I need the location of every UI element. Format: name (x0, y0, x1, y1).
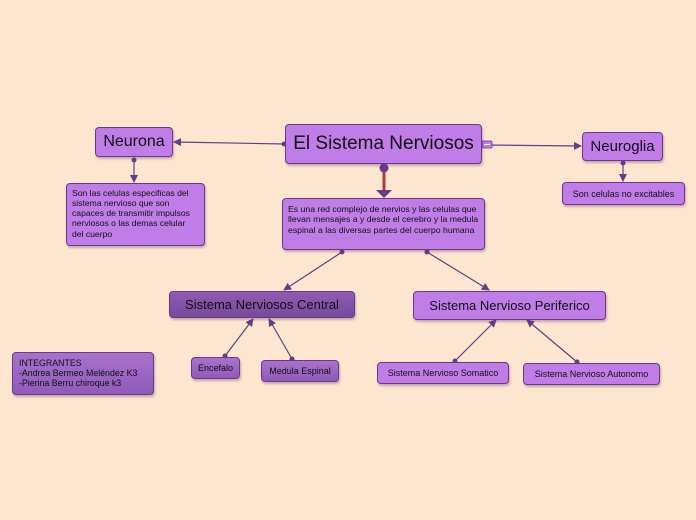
connector-encefalo-snc (224, 318, 254, 357)
node-sistema-central[interactable]: Sistema Nerviosos Central (169, 291, 355, 318)
node-integrantes[interactable]: INTEGRANTES -Andrea Bermeo Meléndez K3 -… (12, 352, 154, 395)
node-somatico[interactable]: Sistema Nervioso Somatico (377, 362, 509, 384)
collapse-icon[interactable] (481, 140, 493, 149)
node-medula-espinal[interactable]: Medula Espinal (261, 360, 339, 382)
node-neurona-description-text: Son las celulas especificas del sistema … (72, 188, 190, 239)
node-sistema-periferico-label: Sistema Nervioso Periferico (429, 298, 590, 313)
node-main-topic[interactable]: El Sistema Nerviosos (285, 124, 482, 164)
node-somatico-label: Sistema Nervioso Somatico (387, 368, 499, 378)
node-neuroglia-description-text: Son celulas no excitables (572, 188, 675, 199)
connector-main-neurona (173, 138, 286, 147)
connector-main-definition-arrow (376, 190, 392, 198)
node-definition-text: Es una red complejo de nervios y las cel… (288, 204, 479, 235)
node-neuroglia-description[interactable]: Son celulas no excitables (562, 182, 685, 205)
node-sistema-central-label: Sistema Nerviosos Central (185, 297, 339, 312)
node-neuroglia-label: Neuroglia (590, 138, 655, 155)
node-sistema-periferico[interactable]: Sistema Nervioso Periferico (413, 291, 606, 320)
node-definition[interactable]: Es una red complejo de nervios y las cel… (282, 198, 485, 250)
connector-somatico-snp (454, 319, 497, 362)
node-encefalo-label: Encefalo (197, 363, 234, 373)
node-medula-espinal-label: Medula Espinal (269, 366, 331, 376)
node-encefalo[interactable]: Encefalo (191, 357, 240, 379)
connector-main-neuroglia (481, 141, 582, 150)
node-integrantes-text: INTEGRANTES -Andrea Bermeo Meléndez K3 -… (19, 358, 138, 388)
node-main-topic-label: El Sistema Nerviosos (293, 133, 474, 154)
connector-autonomo-snp (526, 319, 578, 363)
node-neuroglia[interactable]: Neuroglia (582, 132, 663, 161)
connector-medula-snc (268, 318, 293, 360)
connector-def-snp (426, 251, 490, 291)
node-neurona-label: Neurona (103, 133, 165, 150)
connector-def-snc (283, 251, 343, 291)
node-autonomo-label: Sistema Nervioso Autonomo (534, 369, 649, 379)
node-neurona[interactable]: Neurona (95, 127, 173, 157)
node-neurona-description[interactable]: Son las celulas especificas del sistema … (66, 183, 205, 246)
node-autonomo[interactable]: Sistema Nervioso Autonomo (523, 363, 660, 385)
